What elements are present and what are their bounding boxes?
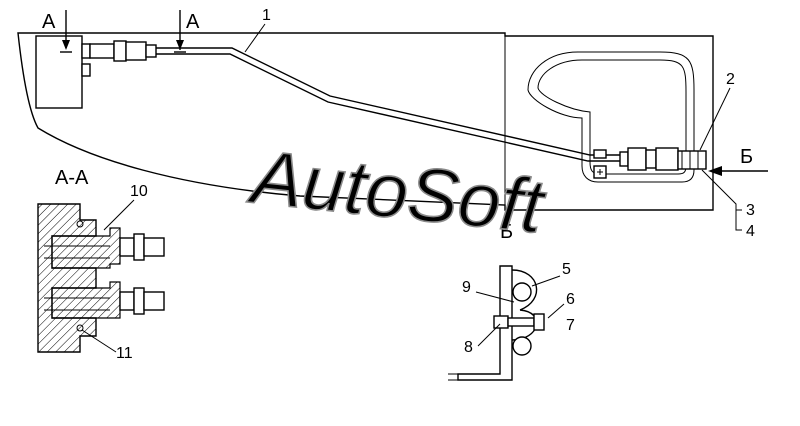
svg-text:AutoSoft: AutoSoft xyxy=(244,134,550,250)
callout-7: 7 xyxy=(566,317,575,334)
svg-text:Б: Б xyxy=(740,146,753,168)
section-aa-title: А-А xyxy=(55,167,89,189)
svg-text:9: 9 xyxy=(462,279,471,296)
section-mark-a-right: A xyxy=(174,10,200,53)
pipe-1 xyxy=(89,40,707,179)
callout-6: 6 xyxy=(547,291,575,319)
callout-10: 10 xyxy=(103,183,148,231)
callout-2: 2 xyxy=(699,71,735,151)
svg-text:Б: Б xyxy=(500,221,513,243)
view-b-detail xyxy=(448,265,545,381)
left-block xyxy=(35,35,91,109)
svg-text:A: A xyxy=(186,11,200,33)
svg-text:2: 2 xyxy=(726,71,735,88)
svg-text:A: A xyxy=(42,11,56,33)
section-aa-detail xyxy=(37,203,165,353)
svg-text:1: 1 xyxy=(262,7,271,24)
watermark: AutoSoft xyxy=(243,133,550,250)
svg-text:А-А: А-А xyxy=(55,167,89,189)
callout-5: 5 xyxy=(531,261,571,287)
callout-9: 9 xyxy=(462,279,515,303)
callout-3-4: 3 4 xyxy=(701,169,755,240)
svg-text:3: 3 xyxy=(746,202,755,219)
svg-text:5: 5 xyxy=(562,261,571,278)
section-mark-a-left: A xyxy=(42,10,72,53)
svg-text:6: 6 xyxy=(566,291,575,308)
svg-text:7: 7 xyxy=(566,317,575,334)
svg-text:4: 4 xyxy=(746,223,755,240)
svg-text:10: 10 xyxy=(130,183,148,200)
view-b-label: Б xyxy=(500,221,513,243)
view-arrow-b: Б xyxy=(708,146,768,176)
callout-1: 1 xyxy=(244,7,271,53)
callout-11: 11 xyxy=(81,329,133,362)
svg-text:11: 11 xyxy=(116,345,133,362)
callout-8: 8 xyxy=(464,323,501,356)
svg-text:8: 8 xyxy=(464,339,473,356)
